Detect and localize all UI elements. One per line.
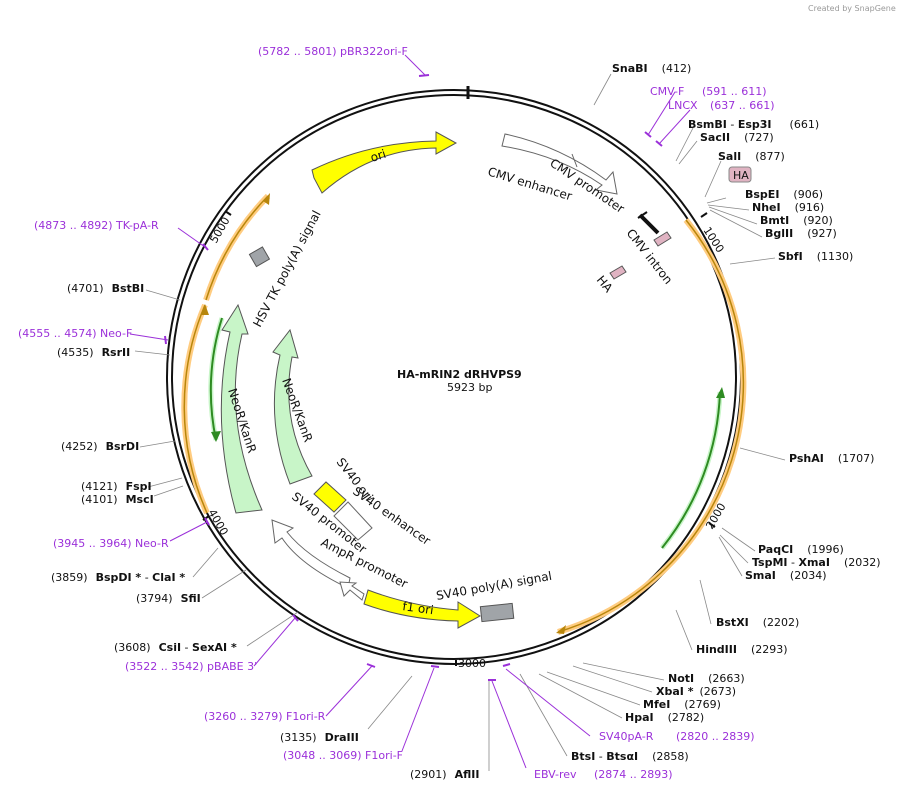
sv40-enhancer-label: SV40 enhancer (350, 484, 433, 548)
primer-pbabe-3: (3522 .. 3542) pBABE 3' (125, 660, 257, 673)
orf-arrowhead-right (556, 625, 566, 634)
ori-label: ori (369, 147, 388, 165)
site-nhei: NheI(916) (752, 201, 824, 214)
primer-cmv-f: CMV-F (650, 85, 684, 98)
site-aflii: (2901)AflII (410, 768, 479, 781)
cmv-promoter-feature (501, 133, 618, 195)
site-bsmbi: BsmBI - Esp3I(661) (688, 118, 819, 131)
ha-tag-label: HA (733, 169, 749, 182)
orf-line-top (205, 195, 269, 301)
site-hindiii: HindIII(2293) (696, 643, 788, 656)
orf-arrowhead-left (201, 304, 209, 315)
hsv-tk-label: HSV TK poly(A) signal (250, 208, 323, 329)
sv40-polya-feature (479, 602, 515, 623)
tick-label-5000: 5000 (207, 215, 232, 246)
site-snabi: SnaBI(412) (612, 62, 691, 75)
site-noti: NotI(2663) (668, 672, 745, 685)
sv40-ori-feature (313, 481, 347, 513)
site-bspdi: (3859)BspDI * - ClaI * (51, 571, 185, 584)
site-fspi: (4121)FspI (81, 480, 152, 493)
site-tspmi: TspMI - XmaI(2032) (752, 556, 881, 569)
site-sali: SalI(877) (718, 150, 785, 163)
site-sfii: (3794)SfiI (136, 592, 201, 605)
orf-line-left (183, 304, 208, 514)
site-btsi: BtsI - BtsαI(2858) (571, 750, 689, 763)
orf-line-right (557, 219, 745, 633)
site-mfei: MfeI(2769) (643, 698, 721, 711)
f1-ori-label: f1 ori (402, 599, 435, 617)
primer-neo-f: (4555 .. 4574) Neo-F (18, 327, 132, 340)
site-rsrii: (4535)RsrII (57, 346, 130, 359)
cmv-intron-end (637, 211, 648, 219)
backbone-inner-ring (171, 94, 737, 660)
site-bglii: BglII(927) (765, 227, 837, 240)
site-csii: (3608)CsiI - SexAI * (114, 641, 237, 654)
primer-neo-r: (3945 .. 3964) Neo-R (53, 537, 169, 550)
primer-ebv-rev-range: (2874 .. 2893) (594, 768, 673, 781)
site-sacii: SacII(727) (700, 131, 774, 144)
green-arrow-left (209, 317, 223, 441)
primer-sv40pa-r: SV40pA-R (599, 730, 654, 743)
tick-5000 (224, 210, 232, 216)
ori-feature (311, 131, 458, 194)
site-bmti: BmtI(920) (760, 214, 833, 227)
primer-sv40pa-r-range: (2820 .. 2839) (676, 730, 755, 743)
sv40-promoter-feature (271, 519, 351, 589)
primer-ebv-rev: EBV-rev (534, 768, 577, 781)
site-smai: SmaI(2034) (745, 569, 826, 582)
site-bspei: BspEI(906) (745, 188, 823, 201)
site-hpai: HpaI(2782) (625, 711, 704, 724)
site-msci: (4101)MscI (81, 493, 154, 506)
hsv-tk-polya-feature (248, 246, 271, 268)
ha-feature-outer (653, 231, 672, 247)
sv40-enhancer-feature (333, 501, 373, 541)
orf-bands (181, 193, 747, 635)
primer-leaders (129, 54, 691, 769)
green-arrow-right (661, 391, 721, 549)
primer-marks (164, 74, 663, 681)
cmv-intron-feature (638, 213, 660, 235)
orf-arrowhead-top (263, 193, 270, 205)
tick-2000 (708, 522, 716, 528)
ha-feature-inner (609, 265, 627, 280)
green-arrowhead-left (211, 431, 221, 442)
ha-tag-box (728, 166, 752, 183)
primer-tk-pa-r: (4873 .. 4892) TK-pA-R (34, 219, 159, 232)
site-sbfi: SbfI(1130) (778, 250, 853, 263)
primer-pbr322ori-f: (5782 .. 5801) pBR322ori-F (258, 45, 408, 58)
site-bstxi: BstXI(2202) (716, 616, 799, 629)
plasmid-size: 5923 bp (447, 381, 492, 394)
snapgene-credit: Created by SnapGene (808, 4, 896, 13)
orf-band-top (203, 193, 271, 301)
ampr-promoter-feature (339, 581, 365, 601)
site-pshai: PshAI(1707) (789, 452, 874, 465)
sv40-polya-label: SV40 poly(A) signal (435, 569, 553, 603)
primer-cmv-f-range: (591 .. 611) (702, 85, 767, 98)
green-arrowhead-right (716, 387, 725, 398)
cmv-divider (571, 153, 578, 168)
primer-f1ori-f: (3048 .. 3069) F1ori-F (283, 749, 403, 762)
site-xbai: XbaI *(2673) (656, 685, 736, 698)
primer-lncx: LNCX (668, 99, 698, 112)
neor-inner-feature (272, 328, 313, 485)
neor-outer-feature (220, 303, 263, 514)
tick-1000 (700, 212, 708, 218)
f1-ori-feature (363, 589, 481, 629)
primer-lncx-range: (637 .. 661) (710, 99, 775, 112)
site-paqci: PaqCI(1996) (758, 543, 844, 556)
site-draiii: (3135)DraIII (280, 731, 359, 744)
site-bstbi: (4701)BstBI (67, 282, 144, 295)
tick-label-3000: 3000 (458, 657, 486, 670)
site-bsrdi: (4252)BsrDI (61, 440, 139, 453)
plasmid-name: HA-mRIN2 dRHVPS9 (397, 368, 522, 381)
site-leaders-right (134, 73, 786, 771)
primer-f1ori-r: (3260 .. 3279) F1ori-R (204, 710, 326, 723)
